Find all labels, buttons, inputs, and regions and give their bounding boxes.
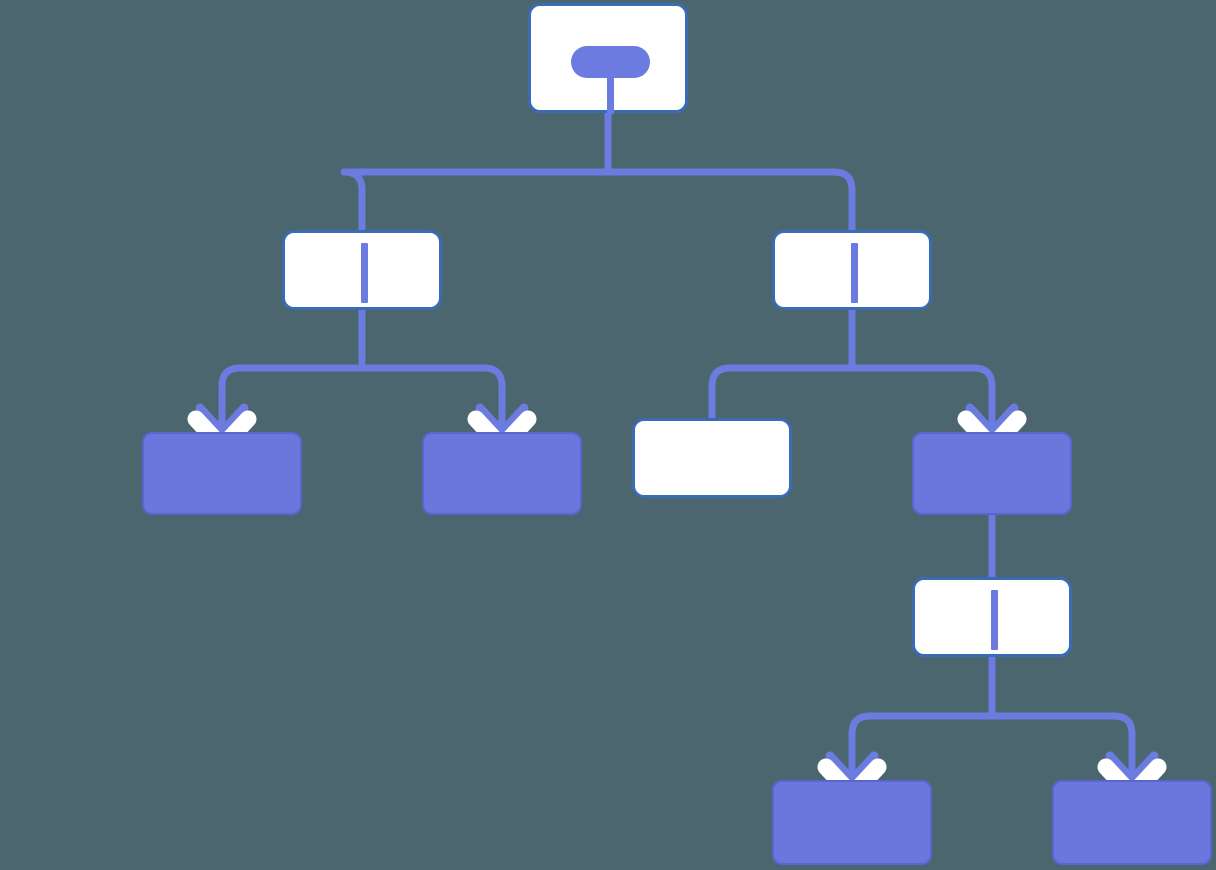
- tree-node-n2[interactable]: [772, 230, 932, 310]
- edge-n2-n6: [852, 364, 996, 436]
- n7-through-line: [991, 590, 998, 650]
- tree-node-n3[interactable]: [142, 432, 302, 515]
- n1-through-line: [361, 243, 368, 303]
- tree-node-n8[interactable]: [772, 780, 932, 865]
- tree-node-n5[interactable]: [632, 418, 792, 498]
- edge-n2-n5: [708, 364, 852, 418]
- edge-n0-n2: [608, 168, 856, 310]
- tree-node-n6[interactable]: [912, 432, 1072, 515]
- edge-n7-n9: [992, 712, 1136, 784]
- edge-n7-n8: [848, 712, 992, 784]
- tree-node-n1[interactable]: [282, 230, 442, 310]
- tree-node-n4[interactable]: [422, 432, 582, 515]
- tree-node-n9[interactable]: [1052, 780, 1212, 865]
- tree-node-root[interactable]: [528, 3, 688, 114]
- edge-n0-n1: [340, 168, 608, 310]
- root-stem: [607, 66, 614, 114]
- edge-n1-n4: [362, 364, 506, 436]
- tree-node-n7[interactable]: [912, 577, 1072, 657]
- edge-n1-n3: [218, 364, 362, 436]
- n2-through-line: [851, 243, 858, 303]
